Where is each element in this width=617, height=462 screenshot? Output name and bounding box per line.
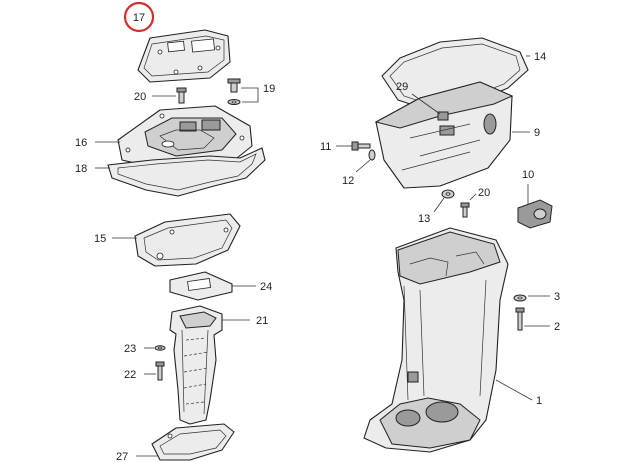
callout-18: 18 bbox=[75, 163, 87, 175]
callout-12: 12 bbox=[342, 175, 354, 187]
callout-20-right: 20 bbox=[478, 187, 490, 199]
part-21-exhaust-pipe[interactable] bbox=[169, 305, 223, 425]
part-27-gasket[interactable] bbox=[151, 423, 235, 461]
callout-20-left: 20 bbox=[134, 91, 146, 103]
part-10-mount[interactable] bbox=[517, 199, 553, 229]
highlight-circle-17[interactable]: 17 bbox=[123, 1, 155, 33]
callout-label-17: 17 bbox=[133, 12, 145, 24]
part-19-bolt-washer[interactable] bbox=[227, 78, 241, 105]
part-16-adapter[interactable] bbox=[117, 105, 253, 173]
part-20-bolt-left[interactable] bbox=[176, 87, 187, 104]
callout-9: 9 bbox=[534, 127, 540, 139]
part-29-grommet[interactable] bbox=[437, 111, 449, 121]
part-11-bolt[interactable] bbox=[351, 141, 371, 151]
callout-24: 24 bbox=[260, 281, 272, 293]
callout-16: 16 bbox=[75, 137, 87, 149]
callout-22: 22 bbox=[124, 369, 136, 381]
callout-1: 1 bbox=[536, 395, 542, 407]
part-2-bolt[interactable] bbox=[515, 307, 525, 331]
part-13-washer[interactable] bbox=[441, 189, 455, 199]
part-24-gasket[interactable] bbox=[169, 271, 233, 301]
callout-27: 27 bbox=[116, 451, 128, 462]
part-22-bolt[interactable] bbox=[155, 361, 165, 381]
callout-11: 11 bbox=[320, 141, 331, 153]
part-3-washer[interactable] bbox=[513, 294, 527, 302]
part-1-drive-shaft-housing[interactable] bbox=[363, 227, 509, 453]
callout-10: 10 bbox=[522, 169, 534, 181]
callout-19: 19 bbox=[263, 83, 275, 95]
part-12-washer[interactable] bbox=[368, 149, 376, 161]
callout-13: 13 bbox=[418, 213, 430, 225]
part-17-plate[interactable] bbox=[137, 29, 231, 83]
part-23-washer[interactable] bbox=[154, 345, 166, 351]
callout-23: 23 bbox=[124, 343, 136, 355]
part-9-upper-case[interactable] bbox=[374, 81, 514, 189]
callout-21: 21 bbox=[256, 315, 268, 327]
callout-2: 2 bbox=[554, 321, 560, 333]
callout-14: 14 bbox=[534, 51, 546, 63]
part-20-bolt-right[interactable] bbox=[460, 202, 470, 218]
callout-15: 15 bbox=[94, 233, 106, 245]
callout-29: 29 bbox=[396, 81, 408, 93]
callout-3: 3 bbox=[554, 291, 560, 303]
part-18-gasket[interactable] bbox=[107, 147, 266, 197]
part-15-gasket[interactable] bbox=[134, 213, 241, 267]
